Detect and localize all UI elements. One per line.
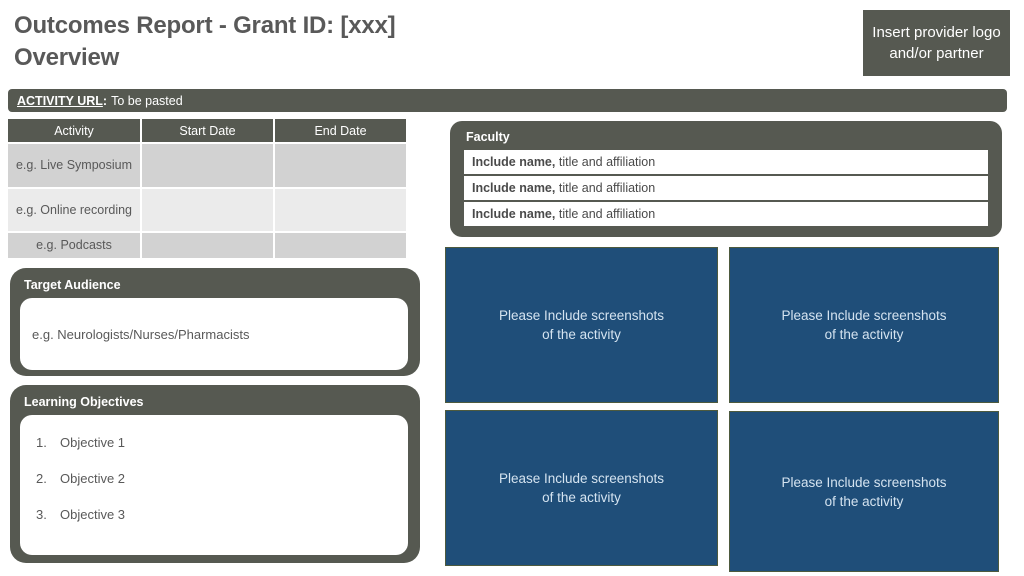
activity-url-separator: : bbox=[102, 93, 108, 108]
activity-url-value: To be pasted bbox=[111, 93, 183, 108]
faculty-rows: Include name, title and affiliation Incl… bbox=[464, 150, 988, 226]
page-title: Outcomes Report - Grant ID: [xxx] Overvi… bbox=[14, 10, 854, 74]
page-title-line-1: Outcomes Report - Grant ID: [xxx] bbox=[14, 12, 396, 39]
learning-objectives-title: Learning Objectives bbox=[24, 395, 144, 409]
column-header-end-date: End Date bbox=[275, 119, 406, 142]
activity-cell[interactable]: e.g. Live Symposium bbox=[8, 144, 140, 187]
faculty-row[interactable]: Include name, title and affiliation bbox=[464, 176, 988, 200]
screenshot-placeholder-text: Please Include screenshots of the activi… bbox=[498, 308, 665, 342]
target-audience-placeholder: e.g. Neurologists/Nurses/Pharmacists bbox=[32, 326, 250, 342]
screenshot-placeholder-text: Please Include screenshots of the activi… bbox=[781, 308, 947, 342]
start-date-cell[interactable] bbox=[142, 189, 273, 231]
objective-label: Objective 2 bbox=[60, 471, 126, 486]
objective-label: Objective 1 bbox=[60, 435, 126, 450]
learning-objectives-input[interactable]: 1. Objective 1 2. Objective 2 3. Objecti… bbox=[20, 415, 408, 555]
screenshot-placeholder-text: Please Include screenshots of the activi… bbox=[498, 471, 665, 505]
provider-logo-placeholder-text: Insert provider logo and/or partner bbox=[872, 24, 1001, 62]
screenshot-placeholder-box[interactable]: Please Include screenshots of the activi… bbox=[729, 411, 999, 572]
screenshot-placeholder-text: Please Include screenshots of the activi… bbox=[781, 474, 947, 509]
objective-number: 3. bbox=[36, 507, 47, 522]
activities-table: Activity Start Date End Date e.g. Live S… bbox=[8, 119, 406, 258]
faculty-name-placeholder: Include name, bbox=[472, 181, 556, 195]
learning-objectives-panel: Learning Objectives 1. Objective 1 2. Ob… bbox=[10, 385, 420, 563]
faculty-panel-title: Faculty bbox=[466, 130, 510, 144]
end-date-cell[interactable] bbox=[275, 233, 406, 258]
column-header-activity: Activity bbox=[8, 119, 140, 142]
target-audience-title: Target Audience bbox=[24, 278, 121, 292]
objective-number: 2. bbox=[36, 471, 47, 486]
activity-cell[interactable]: e.g. Podcasts bbox=[8, 233, 140, 258]
start-date-cell[interactable] bbox=[142, 233, 273, 258]
faculty-row[interactable]: Include name, title and affiliation bbox=[464, 202, 988, 226]
target-audience-panel: Target Audience e.g. Neurologists/Nurses… bbox=[10, 268, 420, 376]
start-date-cell[interactable] bbox=[142, 144, 273, 187]
end-date-cell[interactable] bbox=[275, 189, 406, 231]
faculty-detail-placeholder: title and affiliation bbox=[558, 155, 656, 169]
objective-item: 3. Objective 3 bbox=[36, 505, 396, 524]
faculty-name-placeholder: Include name, bbox=[472, 207, 556, 221]
column-header-start-date: Start Date bbox=[142, 119, 273, 142]
activity-url-label: ACTIVITY URL bbox=[17, 93, 103, 108]
faculty-row[interactable]: Include name, title and affiliation bbox=[464, 150, 988, 174]
faculty-name-placeholder: Include name, bbox=[472, 155, 556, 169]
objective-label: Objective 3 bbox=[60, 507, 126, 522]
provider-logo-placeholder[interactable]: Insert provider logo and/or partner bbox=[863, 10, 1010, 76]
faculty-detail-placeholder: title and affiliation bbox=[558, 207, 656, 221]
faculty-detail-placeholder: title and affiliation bbox=[558, 181, 656, 195]
screenshot-placeholder-box[interactable]: Please Include screenshots of the activi… bbox=[445, 410, 718, 566]
screenshot-placeholder-box[interactable]: Please Include screenshots of the activi… bbox=[445, 247, 718, 403]
objective-number: 1. bbox=[36, 435, 47, 450]
activity-cell[interactable]: e.g. Online recording bbox=[8, 189, 140, 231]
objective-item: 1. Objective 1 bbox=[36, 433, 396, 452]
objective-item: 2. Objective 2 bbox=[36, 469, 396, 488]
screenshot-placeholder-box[interactable]: Please Include screenshots of the activi… bbox=[729, 247, 999, 403]
faculty-panel: Faculty Include name, title and affiliat… bbox=[450, 121, 1002, 237]
page-title-line-2: Overview bbox=[14, 44, 120, 71]
activity-url-bar[interactable]: ACTIVITY URL: To be pasted bbox=[8, 89, 1007, 112]
target-audience-input[interactable]: e.g. Neurologists/Nurses/Pharmacists bbox=[20, 298, 408, 370]
end-date-cell[interactable] bbox=[275, 144, 406, 187]
